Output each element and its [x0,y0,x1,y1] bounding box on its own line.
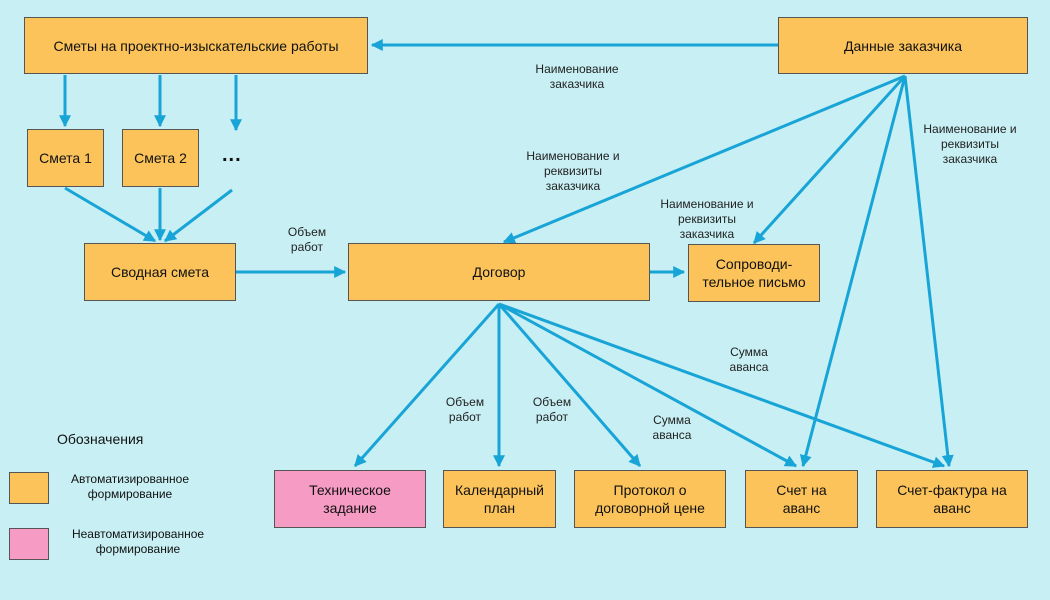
box-advance-invoice-line1: Счет-фактура на [897,482,1007,498]
arrow-contract-to-bill [498,302,798,468]
box-contract: Договор [348,243,650,301]
arrow-customer-to-invoice [903,75,954,468]
arrow-contract-to-protocol [497,303,642,467]
box-price-protocol-line1: Протокол о [613,482,687,498]
box-estimate-1-label: Смета 1 [39,150,92,166]
box-estimate-2: Смета 2 [122,129,199,187]
edge-label-advance-sum-bill: Сумма аванса [652,413,692,442]
edge-label-requisites-contract: Наименование и реквизиты заказчика [526,149,620,193]
box-price-protocol: Протокол о договорной цене [574,470,726,528]
box-cover-letter-line1: Сопроводи- [715,256,793,272]
arrow-customer-to-letter [752,74,907,245]
box-advance-bill-line1: Счет на [776,482,827,498]
edge-label-requisites-letter: Наименование и реквизиты заказчика [660,197,754,241]
edge-label-work-volume-top: Объем работ [287,225,327,254]
box-cover-letter-line2: тельное письмо [702,274,806,290]
box-customer-data: Данные заказчика [778,17,1028,74]
legend-title: Обозначения [57,431,144,447]
box-advance-bill-line2: аванс [782,500,821,516]
legend-text-manual: Неавтоматизированное формирование [71,527,205,556]
box-customer-data-label: Данные заказчика [843,37,963,54]
box-estimate-2-label: Смета 2 [134,150,187,166]
legend-text-auto: Автоматизированное формирование [70,472,190,501]
box-advance-invoice: Счет-фактура на аванс [876,470,1028,528]
arrow-estimate-1-to-summary [64,186,157,243]
box-calendar-plan-line1: Календарный [455,482,544,498]
box-estimate-1: Смета 1 [27,129,104,187]
box-advance-bill: Счет на аванс [745,470,858,528]
arrow-more-to-summary [164,188,233,243]
box-advance-invoice-line2: аванс [933,500,971,516]
legend-swatch-manual [9,528,49,560]
box-calendar-plan-line2: план [483,500,516,516]
box-cover-letter: Сопроводи- тельное письмо [688,244,820,302]
box-summary-estimate-label: Сводная смета [110,264,209,280]
arrow-customer-to-bill [799,75,907,468]
edge-label-customer-name: Наименование заказчика [535,62,619,91]
box-survey-estimates: Сметы на проектно-изыскательские работы [24,17,368,74]
arrow-contract-to-techtask [353,303,501,467]
edge-label-requisites-invoice: Наименование и реквизиты заказчика [923,122,1017,166]
box-technical-task: Техническое задание [274,470,426,528]
edge-label-advance-sum-invoice: Сумма аванса [729,345,769,374]
box-summary-estimate: Сводная смета [84,243,236,301]
box-price-protocol-line2: договорной цене [595,500,705,516]
edge-label-work-volume-schedule: Объем работ [445,395,485,424]
box-contract-label: Договор [472,264,526,280]
box-technical-task-line2: задание [323,500,377,516]
legend-swatch-auto [9,472,49,504]
box-technical-task-line1: Техническое [309,482,391,498]
arrow-customer-to-contract [502,74,906,244]
box-calendar-plan: Календарный план [443,470,556,528]
arrow-contract-to-invoice [498,302,946,468]
edge-label-work-volume-protocol: Объем работ [532,395,572,424]
more-estimates-ellipsis: ... [222,144,242,166]
box-survey-estimates-label: Сметы на проектно-изыскательские работы [53,37,339,54]
